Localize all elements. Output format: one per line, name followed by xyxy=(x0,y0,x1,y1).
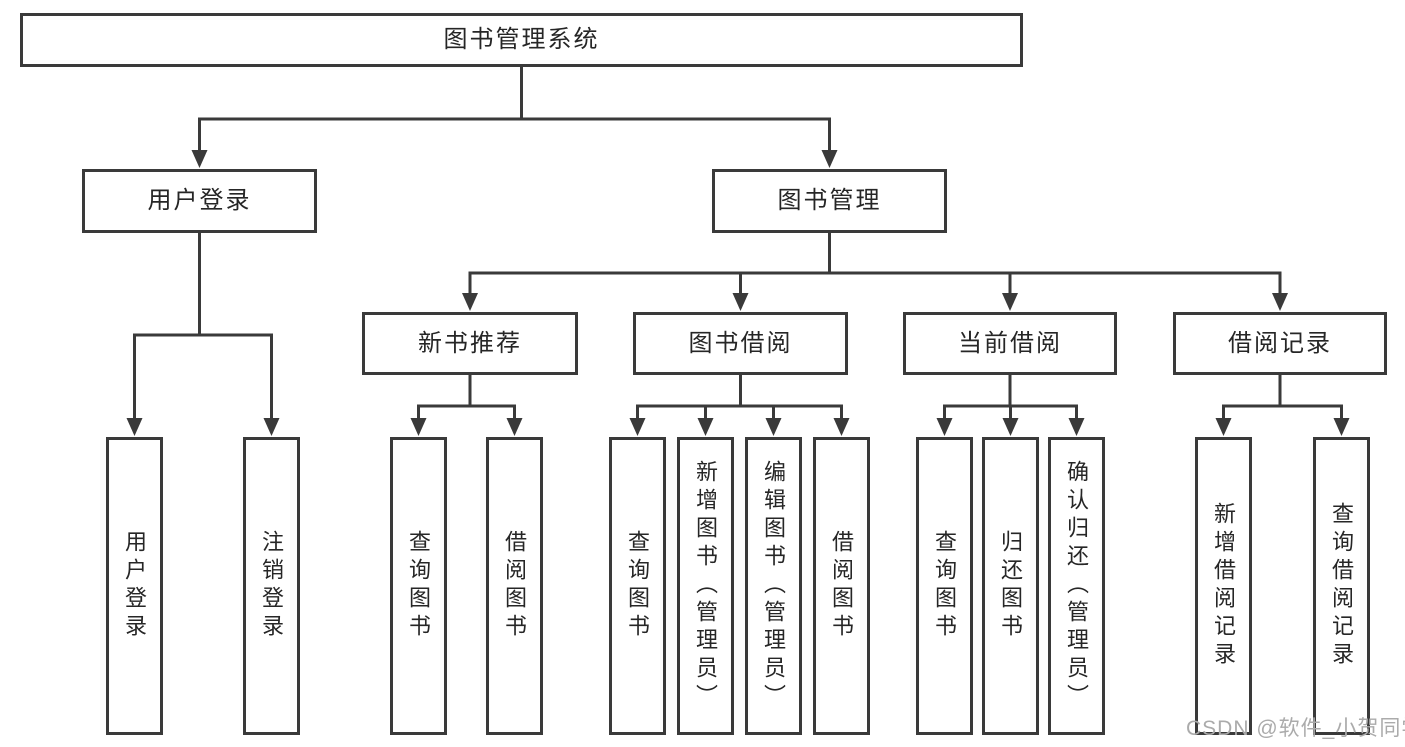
arrowheads xyxy=(126,150,1350,436)
leaf-add-borrow-record-label: 新增借阅记录 xyxy=(1211,502,1237,670)
leaf-edit-books-admin: 编辑图书（管理员） xyxy=(745,437,802,735)
leaf-borrow-books: 借阅图书 xyxy=(813,437,870,735)
leaf-query-books-borrowing: 查询图书 xyxy=(609,437,666,735)
node-book-management-label: 图书管理 xyxy=(777,187,882,214)
leaf-query-books-borrowing-label: 查询图书 xyxy=(625,530,651,642)
node-borrowing-records: 借阅记录 xyxy=(1173,312,1387,375)
node-new-book-recommend-label: 新书推荐 xyxy=(418,329,522,357)
leaf-query-books-recommend: 查询图书 xyxy=(390,437,447,735)
leaf-borrow-books-recommend: 借阅图书 xyxy=(486,437,543,735)
node-root: 图书管理系统 xyxy=(20,13,1023,67)
leaf-add-books-admin-label: 新增图书（管理员） xyxy=(693,460,719,712)
node-user-login: 用户登录 xyxy=(82,169,317,233)
leaf-query-books-current: 查询图书 xyxy=(916,437,973,735)
leaf-query-borrow-record: 查询借阅记录 xyxy=(1313,437,1370,735)
node-root-label: 图书管理系统 xyxy=(443,26,600,53)
watermark: CSDN @软件_小贺同学 xyxy=(1186,717,1405,740)
leaf-logout: 注销登录 xyxy=(243,437,300,735)
leaf-logout-label: 注销登录 xyxy=(259,530,285,642)
leaf-borrow-books-label: 借阅图书 xyxy=(829,530,855,642)
leaf-user-login-label: 用户登录 xyxy=(122,530,148,642)
node-user-login-label: 用户登录 xyxy=(147,187,252,214)
leaf-query-borrow-record-label: 查询借阅记录 xyxy=(1329,502,1355,670)
leaf-query-books-current-label: 查询图书 xyxy=(932,530,958,642)
leaf-query-books-recommend-label: 查询图书 xyxy=(406,530,432,642)
leaf-add-borrow-record: 新增借阅记录 xyxy=(1195,437,1252,735)
node-book-management: 图书管理 xyxy=(712,169,947,233)
node-book-borrowing-label: 图书借阅 xyxy=(688,329,793,357)
leaf-edit-books-admin-label: 编辑图书（管理员） xyxy=(761,460,787,712)
node-book-borrowing: 图书借阅 xyxy=(633,312,848,375)
leaf-user-login: 用户登录 xyxy=(106,437,163,735)
leaf-return-books-label: 归还图书 xyxy=(998,530,1024,642)
node-new-book-recommend: 新书推荐 xyxy=(362,312,578,375)
node-borrowing-records-label: 借阅记录 xyxy=(1228,329,1332,357)
node-current-borrowing: 当前借阅 xyxy=(903,312,1117,375)
leaf-confirm-return-admin-label: 确认归还（管理员） xyxy=(1064,460,1090,712)
node-current-borrowing-label: 当前借阅 xyxy=(958,329,1062,357)
leaf-borrow-books-recommend-label: 借阅图书 xyxy=(502,530,528,642)
leaf-add-books-admin: 新增图书（管理员） xyxy=(677,437,734,735)
leaf-return-books: 归还图书 xyxy=(982,437,1039,735)
leaf-confirm-return-admin: 确认归还（管理员） xyxy=(1048,437,1105,735)
